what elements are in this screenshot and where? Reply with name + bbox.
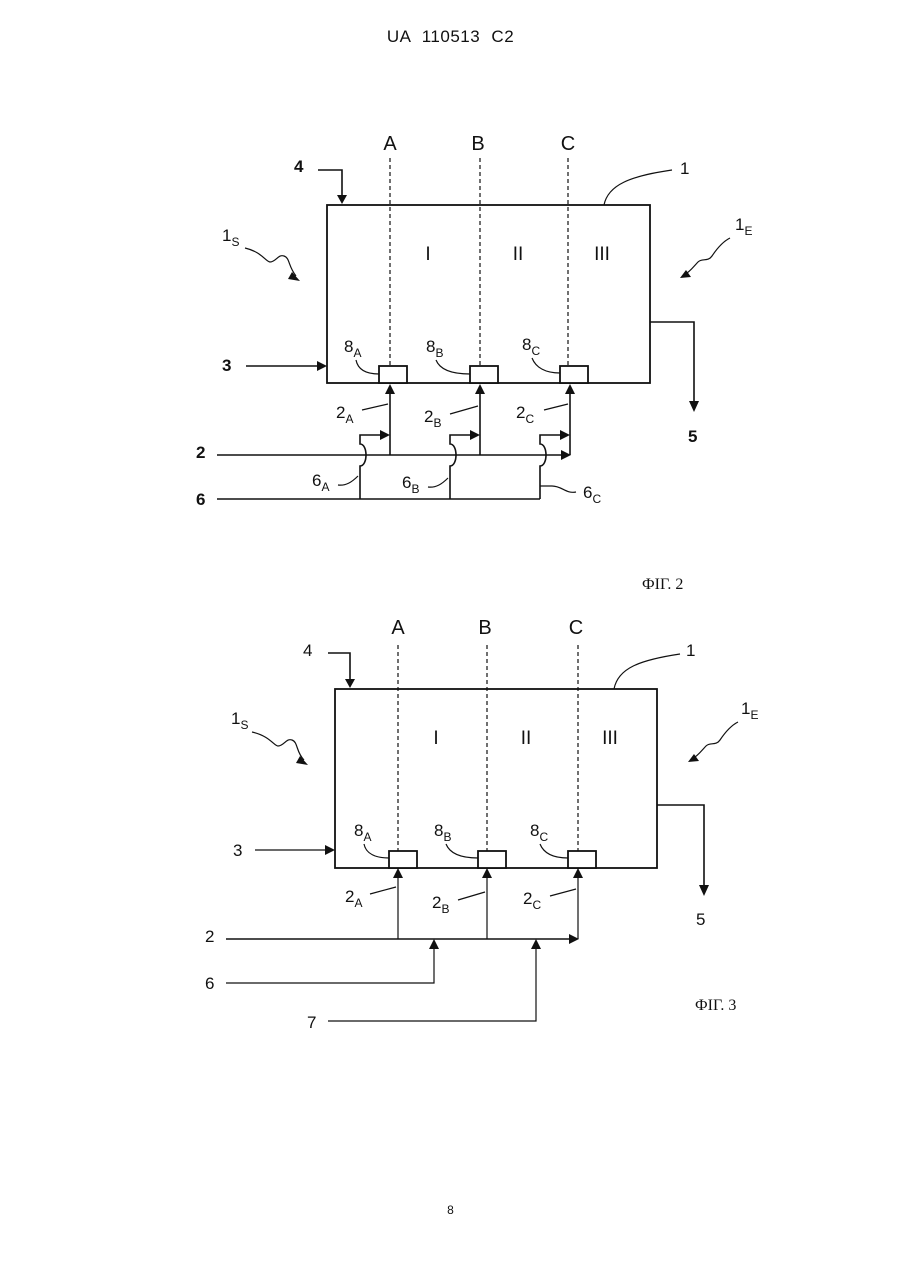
bypass-6a	[360, 435, 382, 499]
arrow-riser-2c-fig3	[573, 868, 583, 878]
ref-2c-fig3: 2C	[523, 889, 541, 912]
line-7-fig3	[328, 948, 536, 1021]
ref-4-fig3: 4	[303, 641, 312, 660]
arrow-bypass-6b	[470, 430, 480, 440]
leader-2c	[544, 404, 568, 410]
arrow-riser-2b	[475, 384, 485, 394]
vessel-1-fig3	[335, 689, 657, 868]
injector-8c-fig3	[568, 851, 596, 868]
arrow-riser-2a	[385, 384, 395, 394]
injector-8a	[379, 366, 407, 383]
ref-1s-fig3: 1S	[231, 709, 248, 732]
ref-6c: 6C	[583, 483, 601, 506]
leader-6c	[540, 486, 576, 492]
vessel-1	[327, 205, 650, 383]
ref-1-fig3: 1	[686, 641, 695, 660]
leader-1	[604, 170, 672, 205]
arrow-4-fig3	[345, 679, 355, 688]
caption-fig-2: ФІГ. 2	[642, 576, 683, 593]
arrow-bypass-6c	[560, 430, 570, 440]
ref-2b: 2B	[424, 407, 441, 430]
leader-6a	[338, 476, 358, 485]
figure-2: A B C I II III 1 4 1S 1E 3 5 8A	[0, 0, 901, 600]
ref-2: 2	[196, 443, 205, 462]
ref-5: 5	[688, 427, 697, 446]
line-5	[650, 322, 694, 402]
line-4-fig3	[328, 653, 350, 680]
arrow-riser-2b-fig3	[482, 868, 492, 878]
ref-5-fig3: 5	[696, 910, 705, 929]
squiggle-1e-fig3	[692, 722, 738, 759]
injector-8b-fig3	[478, 851, 506, 868]
ref-1s: 1S	[222, 226, 239, 249]
label-a-fig3: A	[391, 617, 405, 639]
ref-2-fig3: 2	[205, 927, 214, 946]
arrow-7-fig3	[531, 939, 541, 949]
label-c-fig3: C	[569, 617, 583, 639]
leader-2b-fig3	[458, 892, 485, 900]
ref-2a-fig3: 2A	[345, 887, 362, 910]
arrow-4	[337, 195, 347, 204]
arrow-riser-2a-fig3	[393, 868, 403, 878]
ref-1e: 1E	[735, 215, 752, 238]
arrow-3	[317, 361, 327, 371]
ref-3: 3	[222, 356, 231, 375]
arrow-3-fig3	[325, 845, 335, 855]
arrow-5-fig3	[699, 885, 709, 896]
line-4	[318, 170, 342, 196]
ref-2c: 2C	[516, 403, 534, 426]
leader-6b	[428, 478, 448, 487]
ref-6: 6	[196, 490, 205, 509]
ref-7-fig3: 7	[307, 1013, 316, 1032]
label-b-fig3: B	[478, 617, 491, 639]
ref-4: 4	[294, 157, 304, 176]
ref-6a: 6A	[312, 471, 329, 494]
zone-iii: III	[594, 244, 610, 265]
arrow-6-fig3	[429, 939, 439, 949]
arrow-5	[689, 401, 699, 412]
leader-2c-fig3	[550, 889, 576, 896]
ref-6-fig3: 6	[205, 974, 214, 993]
bypass-6c	[540, 435, 562, 499]
zone-ii: II	[513, 244, 524, 265]
ref-1e-fig3: 1E	[741, 699, 758, 722]
ref-2a: 2A	[336, 403, 353, 426]
page-number: 8	[0, 1203, 901, 1217]
caption-fig-3: ФІГ. 3	[695, 997, 736, 1014]
zone-ii-fig3: II	[521, 728, 532, 749]
leader-2b	[450, 406, 478, 414]
label-b: B	[471, 133, 484, 155]
ref-2b-fig3: 2B	[432, 893, 449, 916]
zone-i: I	[425, 244, 430, 265]
figure-3: A B C I II III 1 4 1S 1E 3 5 8A	[0, 600, 901, 1060]
arrow-bypass-6a	[380, 430, 390, 440]
label-c: C	[561, 133, 575, 155]
injector-8a-fig3	[389, 851, 417, 868]
injector-8b	[470, 366, 498, 383]
leader-2a	[362, 404, 388, 410]
zone-iii-fig3: III	[602, 728, 618, 749]
zone-i-fig3: I	[433, 728, 438, 749]
squiggle-1s-fig3	[252, 732, 304, 760]
label-a: A	[383, 133, 397, 155]
injector-8c	[560, 366, 588, 383]
ref-6b: 6B	[402, 473, 419, 496]
ref-3-fig3: 3	[233, 841, 242, 860]
line-6-fig3	[226, 948, 434, 983]
bypass-6b	[450, 435, 472, 499]
squiggle-1s	[245, 248, 296, 276]
leader-1-fig3	[614, 654, 680, 689]
ref-1: 1	[680, 159, 689, 178]
arrow-riser-2c	[565, 384, 575, 394]
squiggle-1e	[684, 238, 730, 275]
leader-2a-fig3	[370, 887, 396, 894]
line-5-fig3	[657, 805, 704, 886]
